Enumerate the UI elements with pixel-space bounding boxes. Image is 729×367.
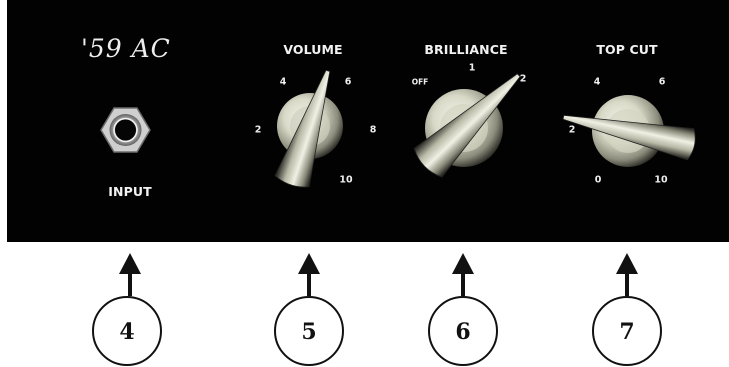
- topcut-tick: 0: [594, 174, 602, 186]
- topcut-label: TOP CUT: [596, 42, 658, 57]
- callout-7: 7: [592, 253, 662, 366]
- topcut-tick: 6: [658, 76, 666, 88]
- callout-4: 4: [92, 253, 162, 366]
- input-label: INPUT: [108, 184, 152, 199]
- topcut-knob[interactable]: [560, 95, 698, 167]
- callout-number: 5: [301, 319, 316, 345]
- input-jack[interactable]: [100, 107, 151, 153]
- topcut-tick: 4: [593, 76, 601, 88]
- arrow-up-icon: [452, 253, 474, 274]
- volume-tick: 6: [344, 76, 352, 88]
- topcut-tick: 2: [568, 124, 576, 136]
- arrow-up-icon: [119, 253, 141, 274]
- arrow-up-icon: [298, 253, 320, 274]
- brilliance-tick: OFF: [411, 77, 429, 87]
- arrow-up-icon: [616, 253, 638, 274]
- volume-tick: 10: [339, 174, 353, 186]
- callout-5: 5: [274, 253, 344, 366]
- callout-number: 7: [619, 319, 634, 345]
- brilliance-label: BRILLIANCE: [424, 42, 508, 57]
- volume-knob[interactable]: [274, 65, 345, 190]
- callout-number: 6: [455, 319, 470, 345]
- model-name: '59 AC: [81, 34, 171, 63]
- callout-number: 4: [119, 319, 134, 345]
- volume-tick: 4: [279, 76, 287, 88]
- callout-6: 6: [428, 253, 498, 366]
- brilliance-knob[interactable]: [411, 61, 533, 181]
- volume-tick: 8: [369, 124, 377, 136]
- volume-tick: 2: [254, 124, 262, 136]
- brilliance-tick: 2: [519, 73, 527, 85]
- brilliance-tick: 1: [468, 62, 476, 74]
- volume-label: VOLUME: [283, 42, 343, 57]
- topcut-tick: 10: [654, 174, 668, 186]
